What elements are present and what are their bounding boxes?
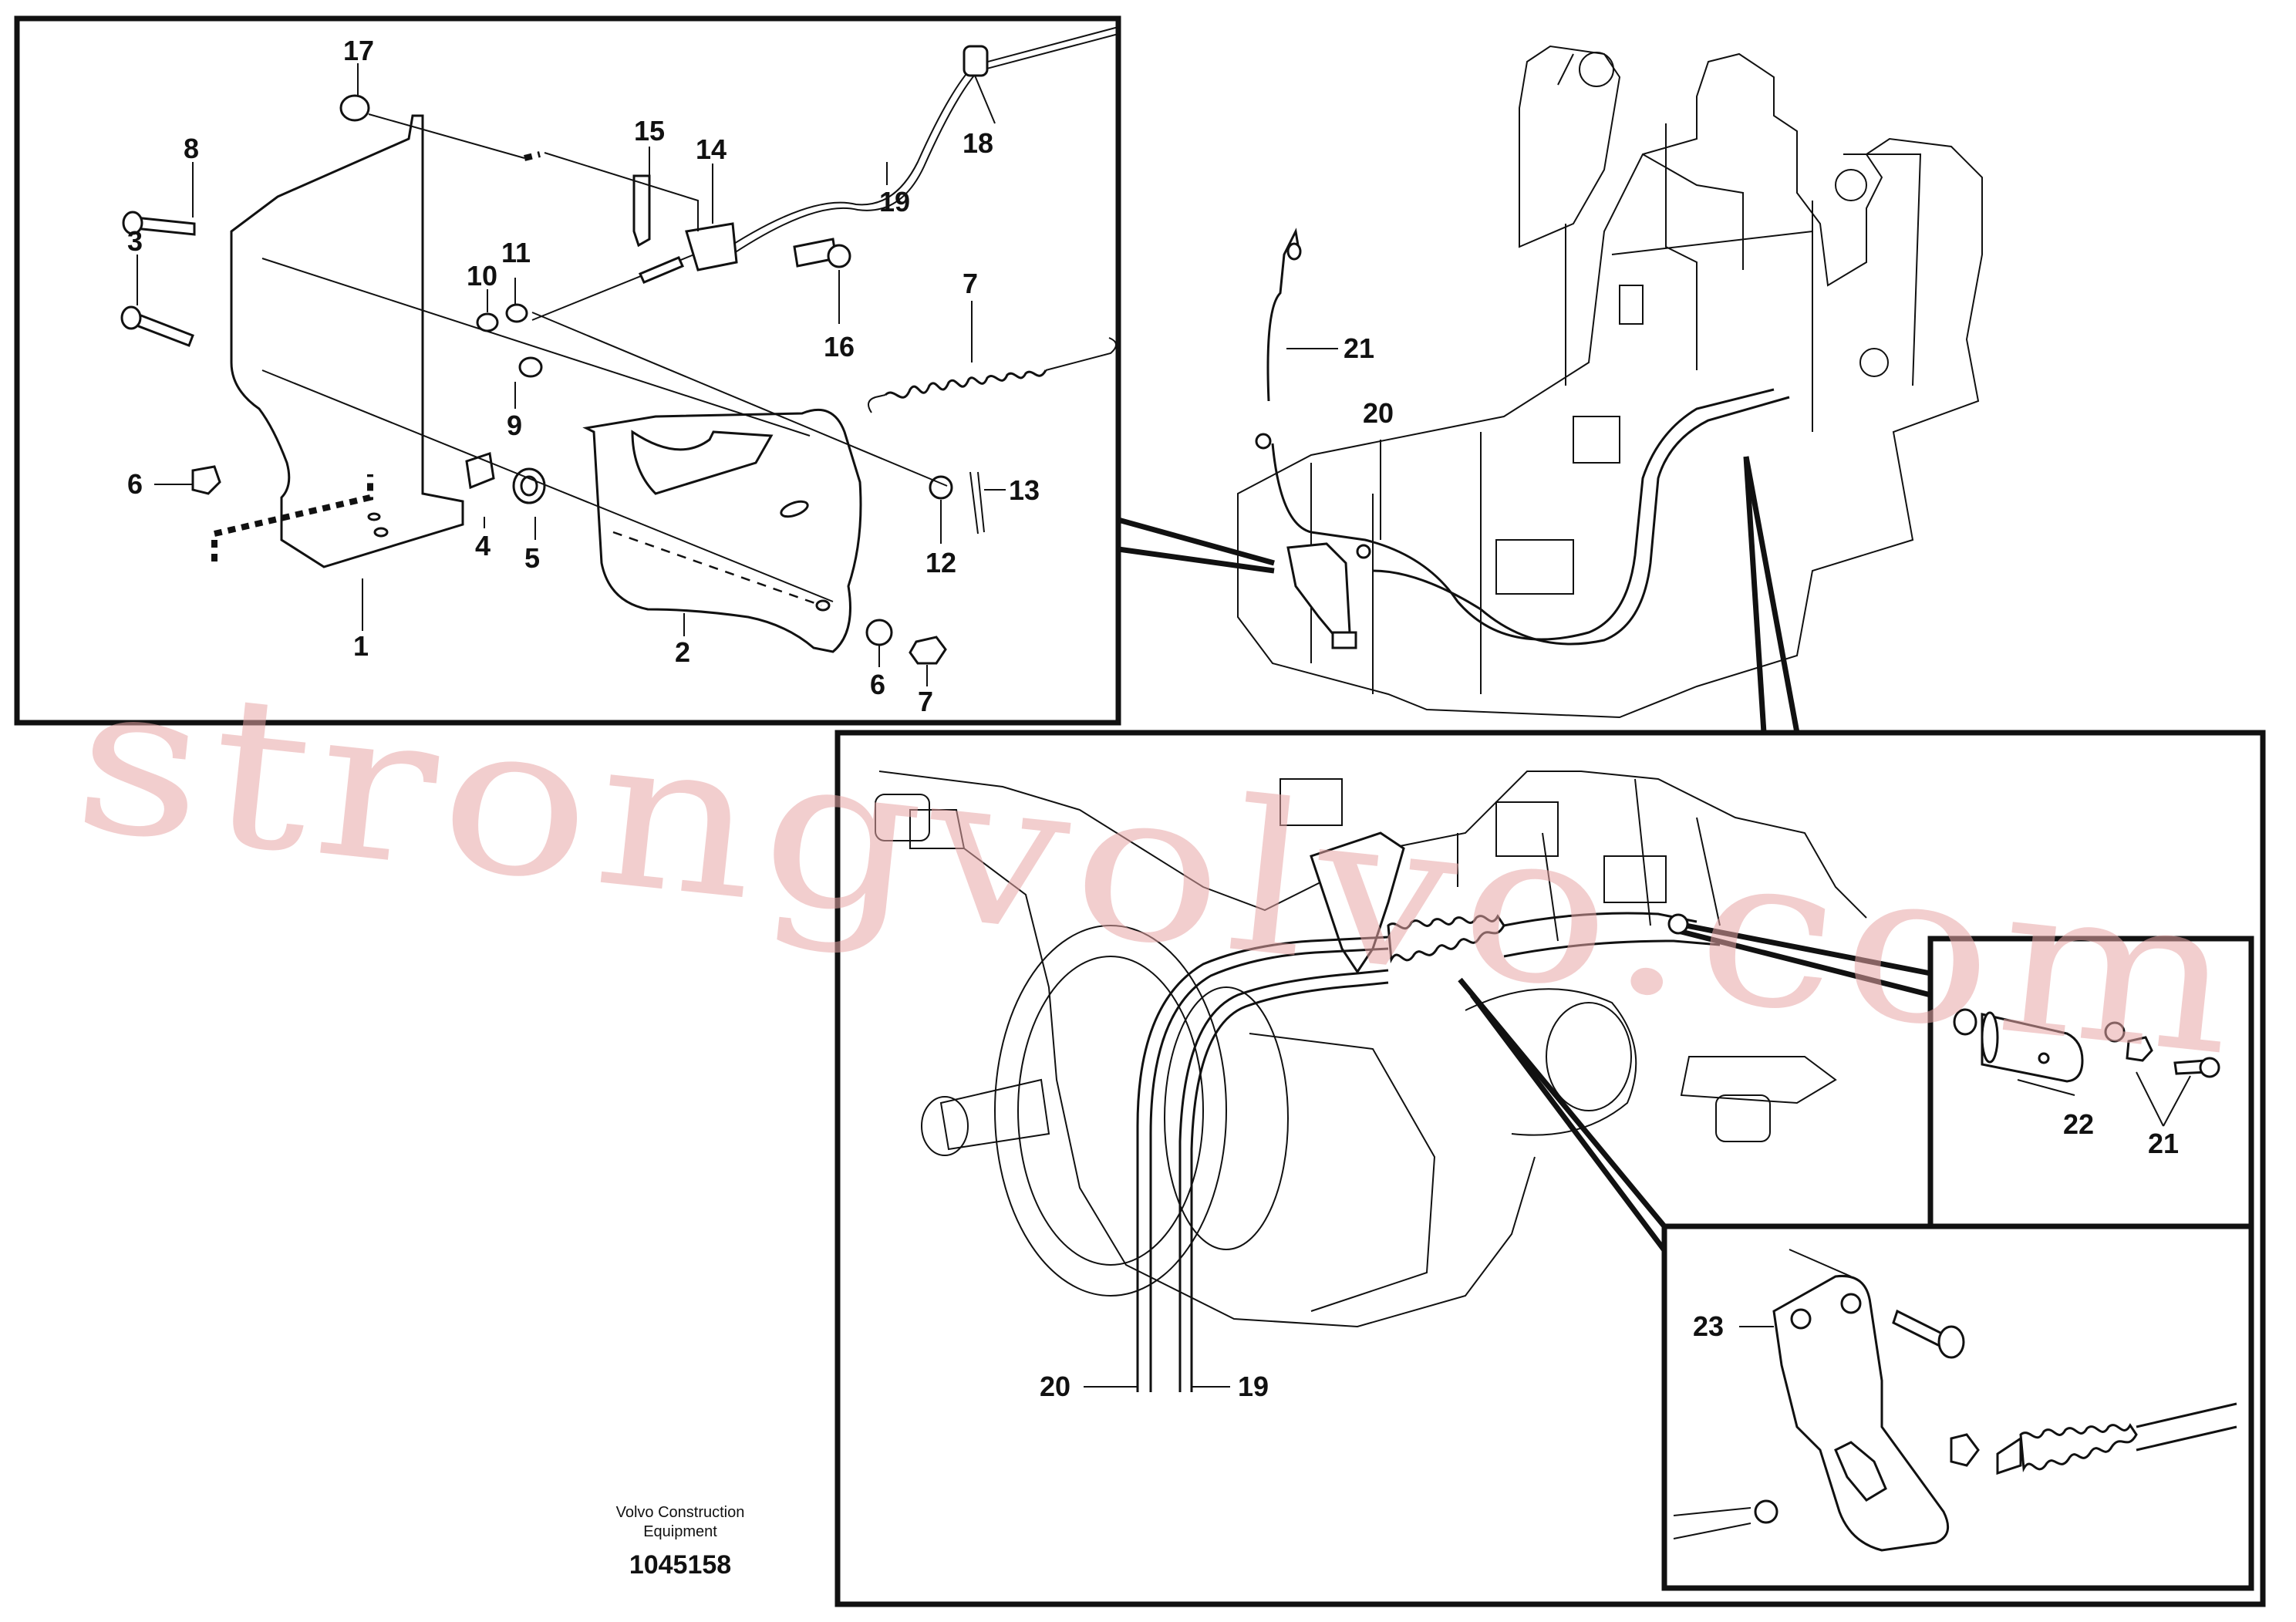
footer: Volvo Construction Equipment 1045158 [616, 1504, 745, 1580]
detail-frame-engine [834, 730, 2266, 1607]
callout-8: 8 [184, 133, 199, 164]
callout-6b: 6 [870, 669, 885, 700]
spring [884, 369, 1047, 399]
callout-19a: 19 [879, 186, 910, 218]
panel-frames [14, 15, 2266, 1607]
cable-19 [716, 26, 1119, 255]
engine-detail [875, 771, 1867, 1392]
detail-frame-top-left [14, 15, 1121, 726]
callout-18: 18 [963, 127, 993, 159]
callout-5: 5 [524, 542, 540, 574]
maker-line-1: Volvo Construction [616, 1504, 745, 1521]
callout-15: 15 [634, 115, 665, 147]
callout-leaders-overview [1286, 348, 1381, 540]
document-number: 1045158 [629, 1550, 731, 1580]
callout-9: 9 [507, 410, 522, 441]
callout-21b: 21 [2148, 1128, 2179, 1159]
callout-10: 10 [467, 260, 497, 292]
callout-17: 17 [343, 35, 374, 66]
callout-14: 14 [696, 133, 727, 165]
callout-20b: 20 [1040, 1371, 1070, 1402]
maker-line-2: Equipment [643, 1523, 717, 1540]
bracket-plate [230, 114, 464, 568]
callout-12: 12 [925, 547, 956, 578]
callout-20a: 20 [1363, 397, 1394, 429]
callout-3: 3 [127, 225, 143, 257]
callout-labels: 17 8 3 6 1 2 4 5 6 7 9 10 11 12 13 14 15… [127, 35, 2179, 1402]
callout-11: 11 [501, 237, 531, 268]
bracket-23 [1772, 1274, 1950, 1552]
watermark: strongvolvo.com [65, 634, 2253, 1103]
callout-7b: 7 [918, 686, 933, 717]
callout-7a: 7 [963, 268, 978, 299]
cable-clamp [685, 222, 738, 271]
pedal-assembly-exploded [120, 26, 1119, 665]
detail-frame-bracket [1661, 1223, 2254, 1591]
callout-19b: 19 [1238, 1371, 1269, 1402]
callout-4: 4 [475, 530, 491, 561]
callout-16: 16 [824, 331, 855, 363]
callout-2: 2 [675, 636, 690, 668]
callout-6a: 6 [127, 468, 143, 500]
machine-frame-overview [1237, 45, 1983, 719]
pin-detail [1953, 1008, 2220, 1127]
callout-23: 23 [1693, 1310, 1724, 1342]
callout-22: 22 [2063, 1108, 2094, 1140]
callout-leaders-top-left [137, 63, 1006, 686]
callout-21a: 21 [1344, 332, 1374, 364]
bracket-detail [1673, 1249, 2237, 1552]
callout-1: 1 [353, 630, 369, 662]
callout-13: 13 [1009, 474, 1040, 506]
